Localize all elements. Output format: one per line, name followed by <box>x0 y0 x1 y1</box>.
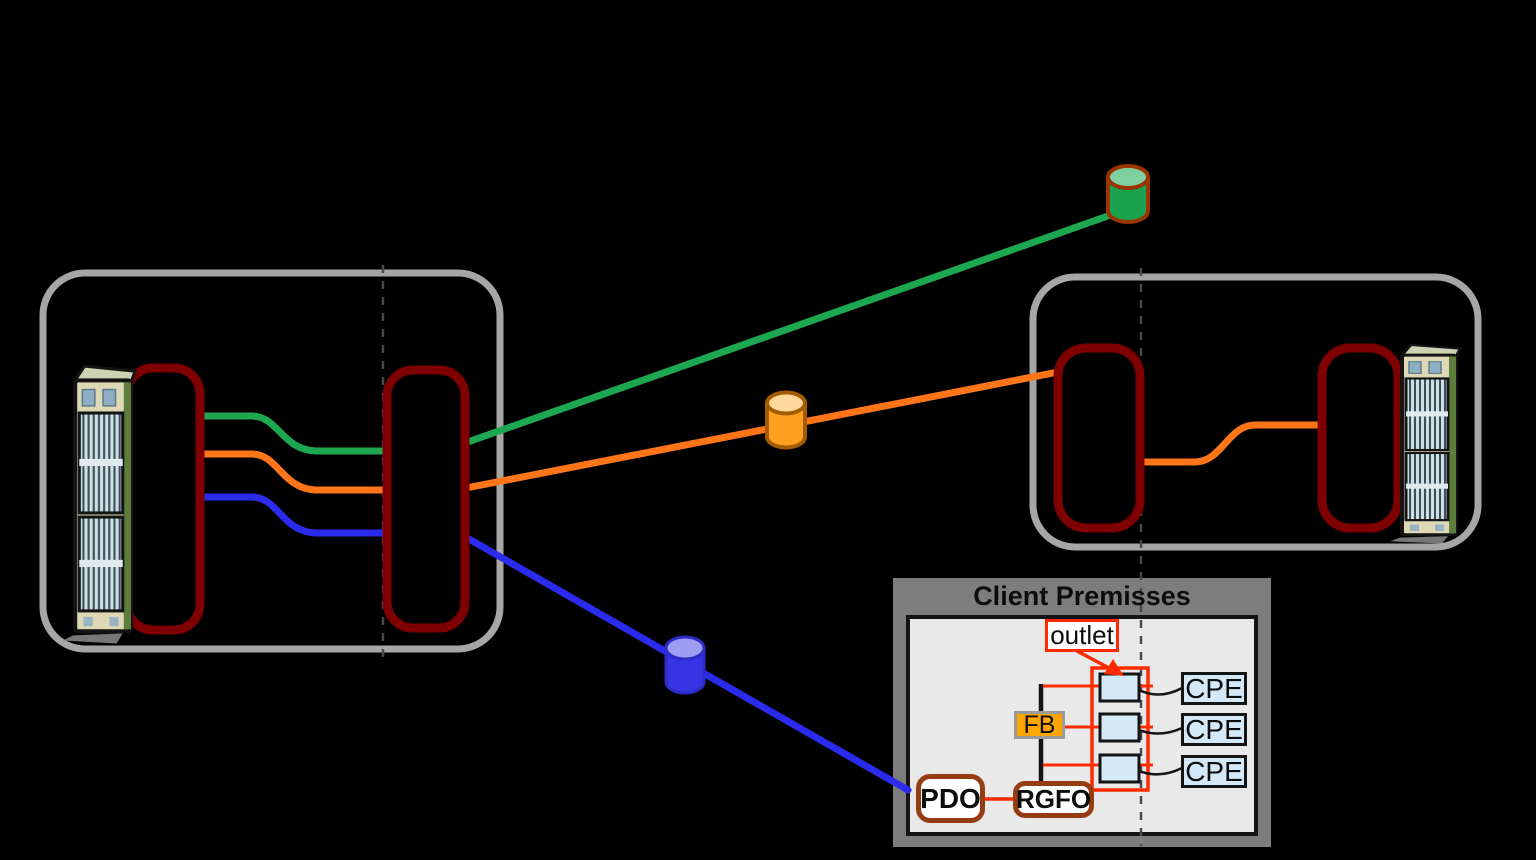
odf-panel-left-b <box>382 365 470 633</box>
cpe-box: CPE <box>1181 713 1247 746</box>
outlet-label: outlet <box>1045 619 1119 652</box>
fiber-green-patch <box>196 412 393 455</box>
outlet-bus <box>1090 666 1150 792</box>
server-rack-icon <box>1388 342 1462 546</box>
fiber-orange-patch <box>196 450 393 494</box>
outlet-callout-arrow <box>1076 649 1124 676</box>
wall-outlet <box>1098 753 1141 784</box>
cpe-box: CPE <box>1181 672 1247 705</box>
fiber-orange-patch-right <box>1136 421 1326 466</box>
wall-outlet <box>1098 712 1141 743</box>
splice-closure-icon-blue <box>664 635 706 695</box>
left-site-boundary <box>39 269 504 653</box>
wall-outlet <box>1098 672 1141 703</box>
odf-panel-right-b <box>1317 343 1403 533</box>
client-premises-title: Client Premisses <box>973 581 1191 611</box>
fiber-green-link <box>461 207 1126 447</box>
right-site-boundary <box>1029 273 1482 551</box>
rgfo-box: RGFO <box>1013 781 1094 818</box>
fiber-orange-link <box>457 369 1057 493</box>
fb-box: FB <box>1014 711 1065 739</box>
server-rack-icon <box>63 366 135 643</box>
patch-cord-line <box>1138 686 1183 696</box>
patch-cord-line <box>1138 766 1183 776</box>
odf-panel-right-a <box>1053 343 1145 533</box>
fiber-blue-patch <box>198 493 393 537</box>
patch-cord-line <box>1138 726 1183 735</box>
splice-closure-icon-orange <box>765 390 807 450</box>
cpe-box: CPE <box>1181 755 1247 788</box>
pdo-box: PDO <box>916 774 985 823</box>
odf-panel-left-a <box>122 363 205 635</box>
splice-closure-icon-green <box>1106 164 1150 224</box>
